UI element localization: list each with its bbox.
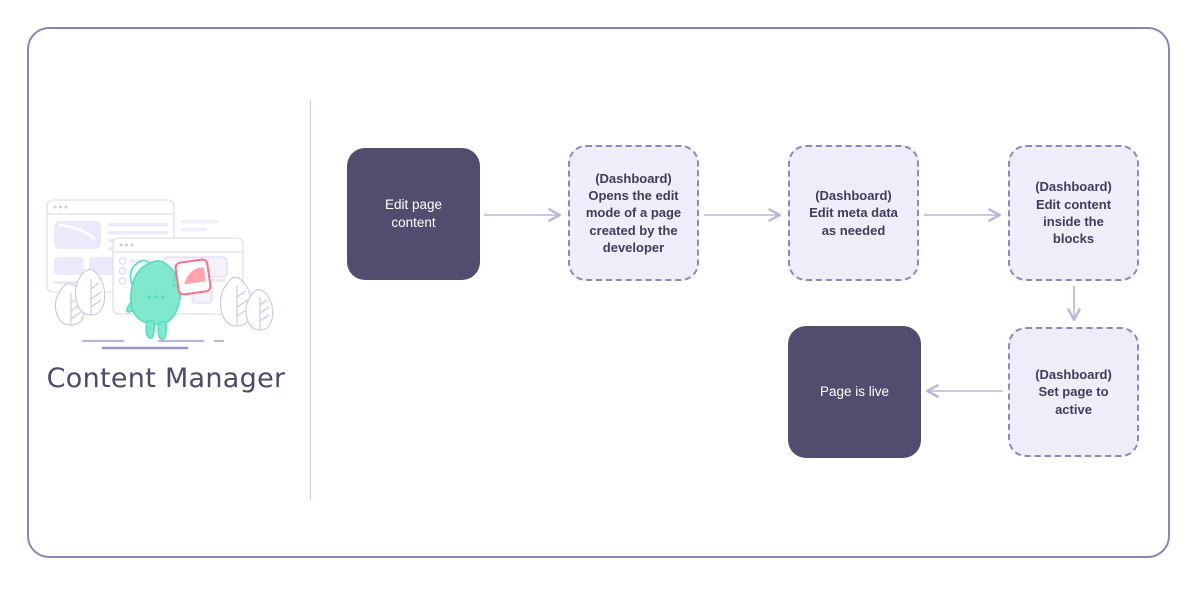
left-panel: Content Manager (35, 185, 297, 415)
flow-node-label: (Dashboard) Edit meta data as needed (809, 188, 898, 238)
flow-node-label: Edit page content (384, 197, 443, 230)
leaf-cluster-right (219, 276, 274, 331)
mascot-legs (145, 320, 168, 341)
flow-node-edit-meta-data[interactable]: (Dashboard) Edit meta data as needed (788, 145, 919, 281)
mascot-body (130, 260, 182, 326)
flow-node-label: (Dashboard) Opens the edit mode of a pag… (585, 170, 682, 255)
flow-node-label: (Dashboard) Edit content inside the bloc… (1035, 179, 1112, 247)
background-browser-dots (53, 205, 68, 209)
red-card-shape (183, 267, 206, 285)
flow-node-edit-page-content[interactable]: Edit page content (347, 148, 480, 280)
background-card-highlight (58, 223, 96, 240)
red-card (174, 258, 212, 296)
mascot-face-dots (147, 295, 165, 299)
flow-node-opens-edit-mode[interactable]: (Dashboard) Opens the edit mode of a pag… (568, 145, 699, 281)
page-title: Content Manager (46, 363, 286, 394)
foreground-browser-dots (119, 243, 134, 247)
foreground-browser-checklist (118, 257, 127, 285)
vertical-divider (310, 100, 311, 500)
flow-node-edit-content[interactable]: (Dashboard) Edit content inside the bloc… (1008, 145, 1139, 281)
flow-node-page-is-live[interactable]: Page is live (788, 326, 921, 458)
leaf-cluster-left (54, 268, 106, 326)
flow-node-label: (Dashboard) Set page to active (1035, 367, 1112, 417)
content-manager-illustration (46, 199, 274, 350)
flow-node-set-page-active[interactable]: (Dashboard) Set page to active (1008, 327, 1139, 457)
background-faint-lines (181, 220, 219, 232)
flow-node-label: Page is live (819, 384, 890, 400)
mascot (125, 259, 192, 341)
